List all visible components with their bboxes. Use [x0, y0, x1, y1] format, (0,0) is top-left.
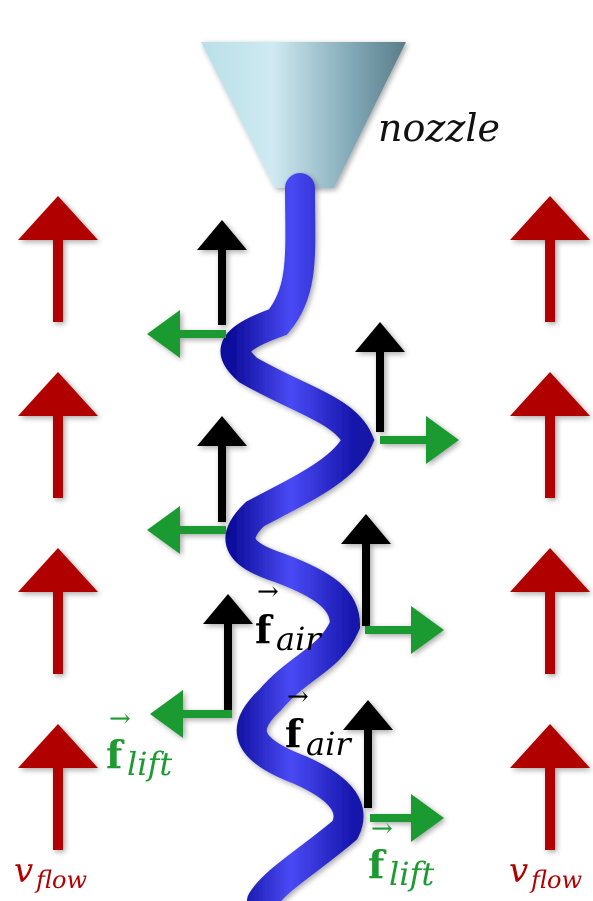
f-air-symbol: f	[255, 607, 274, 652]
lift-arrow-left-icon	[150, 690, 232, 738]
air-arrow-icon	[355, 322, 405, 432]
air-arrow-icon	[203, 594, 253, 710]
flow-arrow-icon	[510, 196, 590, 322]
f-lift-subscript: lift	[389, 855, 434, 893]
f-air-subscript: air	[306, 725, 352, 763]
air-arrows	[197, 220, 405, 808]
air-arrow-icon	[197, 220, 247, 325]
f-lift-label: → f lift	[106, 704, 172, 783]
f-lift-subscript: lift	[127, 745, 172, 783]
air-arrow-icon	[341, 514, 391, 626]
vector-arrow-icon: →	[257, 577, 279, 607]
lift-arrow-right-icon	[380, 416, 459, 464]
flow-arrow-icon	[18, 548, 98, 674]
lift-arrow-right-icon	[365, 606, 444, 654]
lift-arrow-right-icon	[370, 794, 444, 842]
flow-arrow-icon	[18, 196, 98, 322]
polymer-jet	[220, 173, 375, 901]
lift-arrow-left-icon	[147, 310, 226, 358]
v-flow-symbol: v	[509, 851, 528, 891]
flow-arrow-icon	[510, 548, 590, 674]
vector-arrow-icon: →	[287, 682, 309, 712]
flow-arrow-icon	[18, 372, 98, 498]
v-flow-symbol: v	[14, 851, 33, 891]
nozzle-icon	[201, 42, 406, 188]
flow-arrow-icon	[510, 372, 590, 498]
flow-arrow-icon	[18, 724, 98, 850]
flow-arrows-left	[18, 196, 98, 850]
v-flow-subscript: flow	[529, 866, 582, 894]
lift-arrow-left-icon	[147, 506, 226, 554]
f-lift-symbol: f	[368, 842, 387, 887]
flow-arrows-right	[510, 196, 590, 850]
v-flow-label: v flow	[14, 851, 87, 894]
v-flow-label: v flow	[509, 851, 582, 894]
air-arrow-icon	[343, 700, 393, 808]
f-air-subscript: air	[276, 620, 322, 658]
lift-arrows	[147, 310, 459, 842]
f-air-label: → f air	[285, 682, 352, 763]
air-arrow-icon	[197, 416, 247, 522]
vector-arrow-icon: →	[371, 814, 393, 844]
v-flow-subscript: flow	[34, 866, 87, 894]
f-lift-label: → f lift	[368, 814, 434, 893]
f-air-label: → f air	[255, 577, 322, 658]
flow-arrow-icon	[510, 724, 590, 850]
f-air-symbol: f	[285, 711, 304, 756]
vector-arrow-icon: →	[109, 704, 131, 734]
nozzle-label: nozzle	[378, 106, 500, 150]
f-lift-symbol: f	[106, 732, 125, 777]
